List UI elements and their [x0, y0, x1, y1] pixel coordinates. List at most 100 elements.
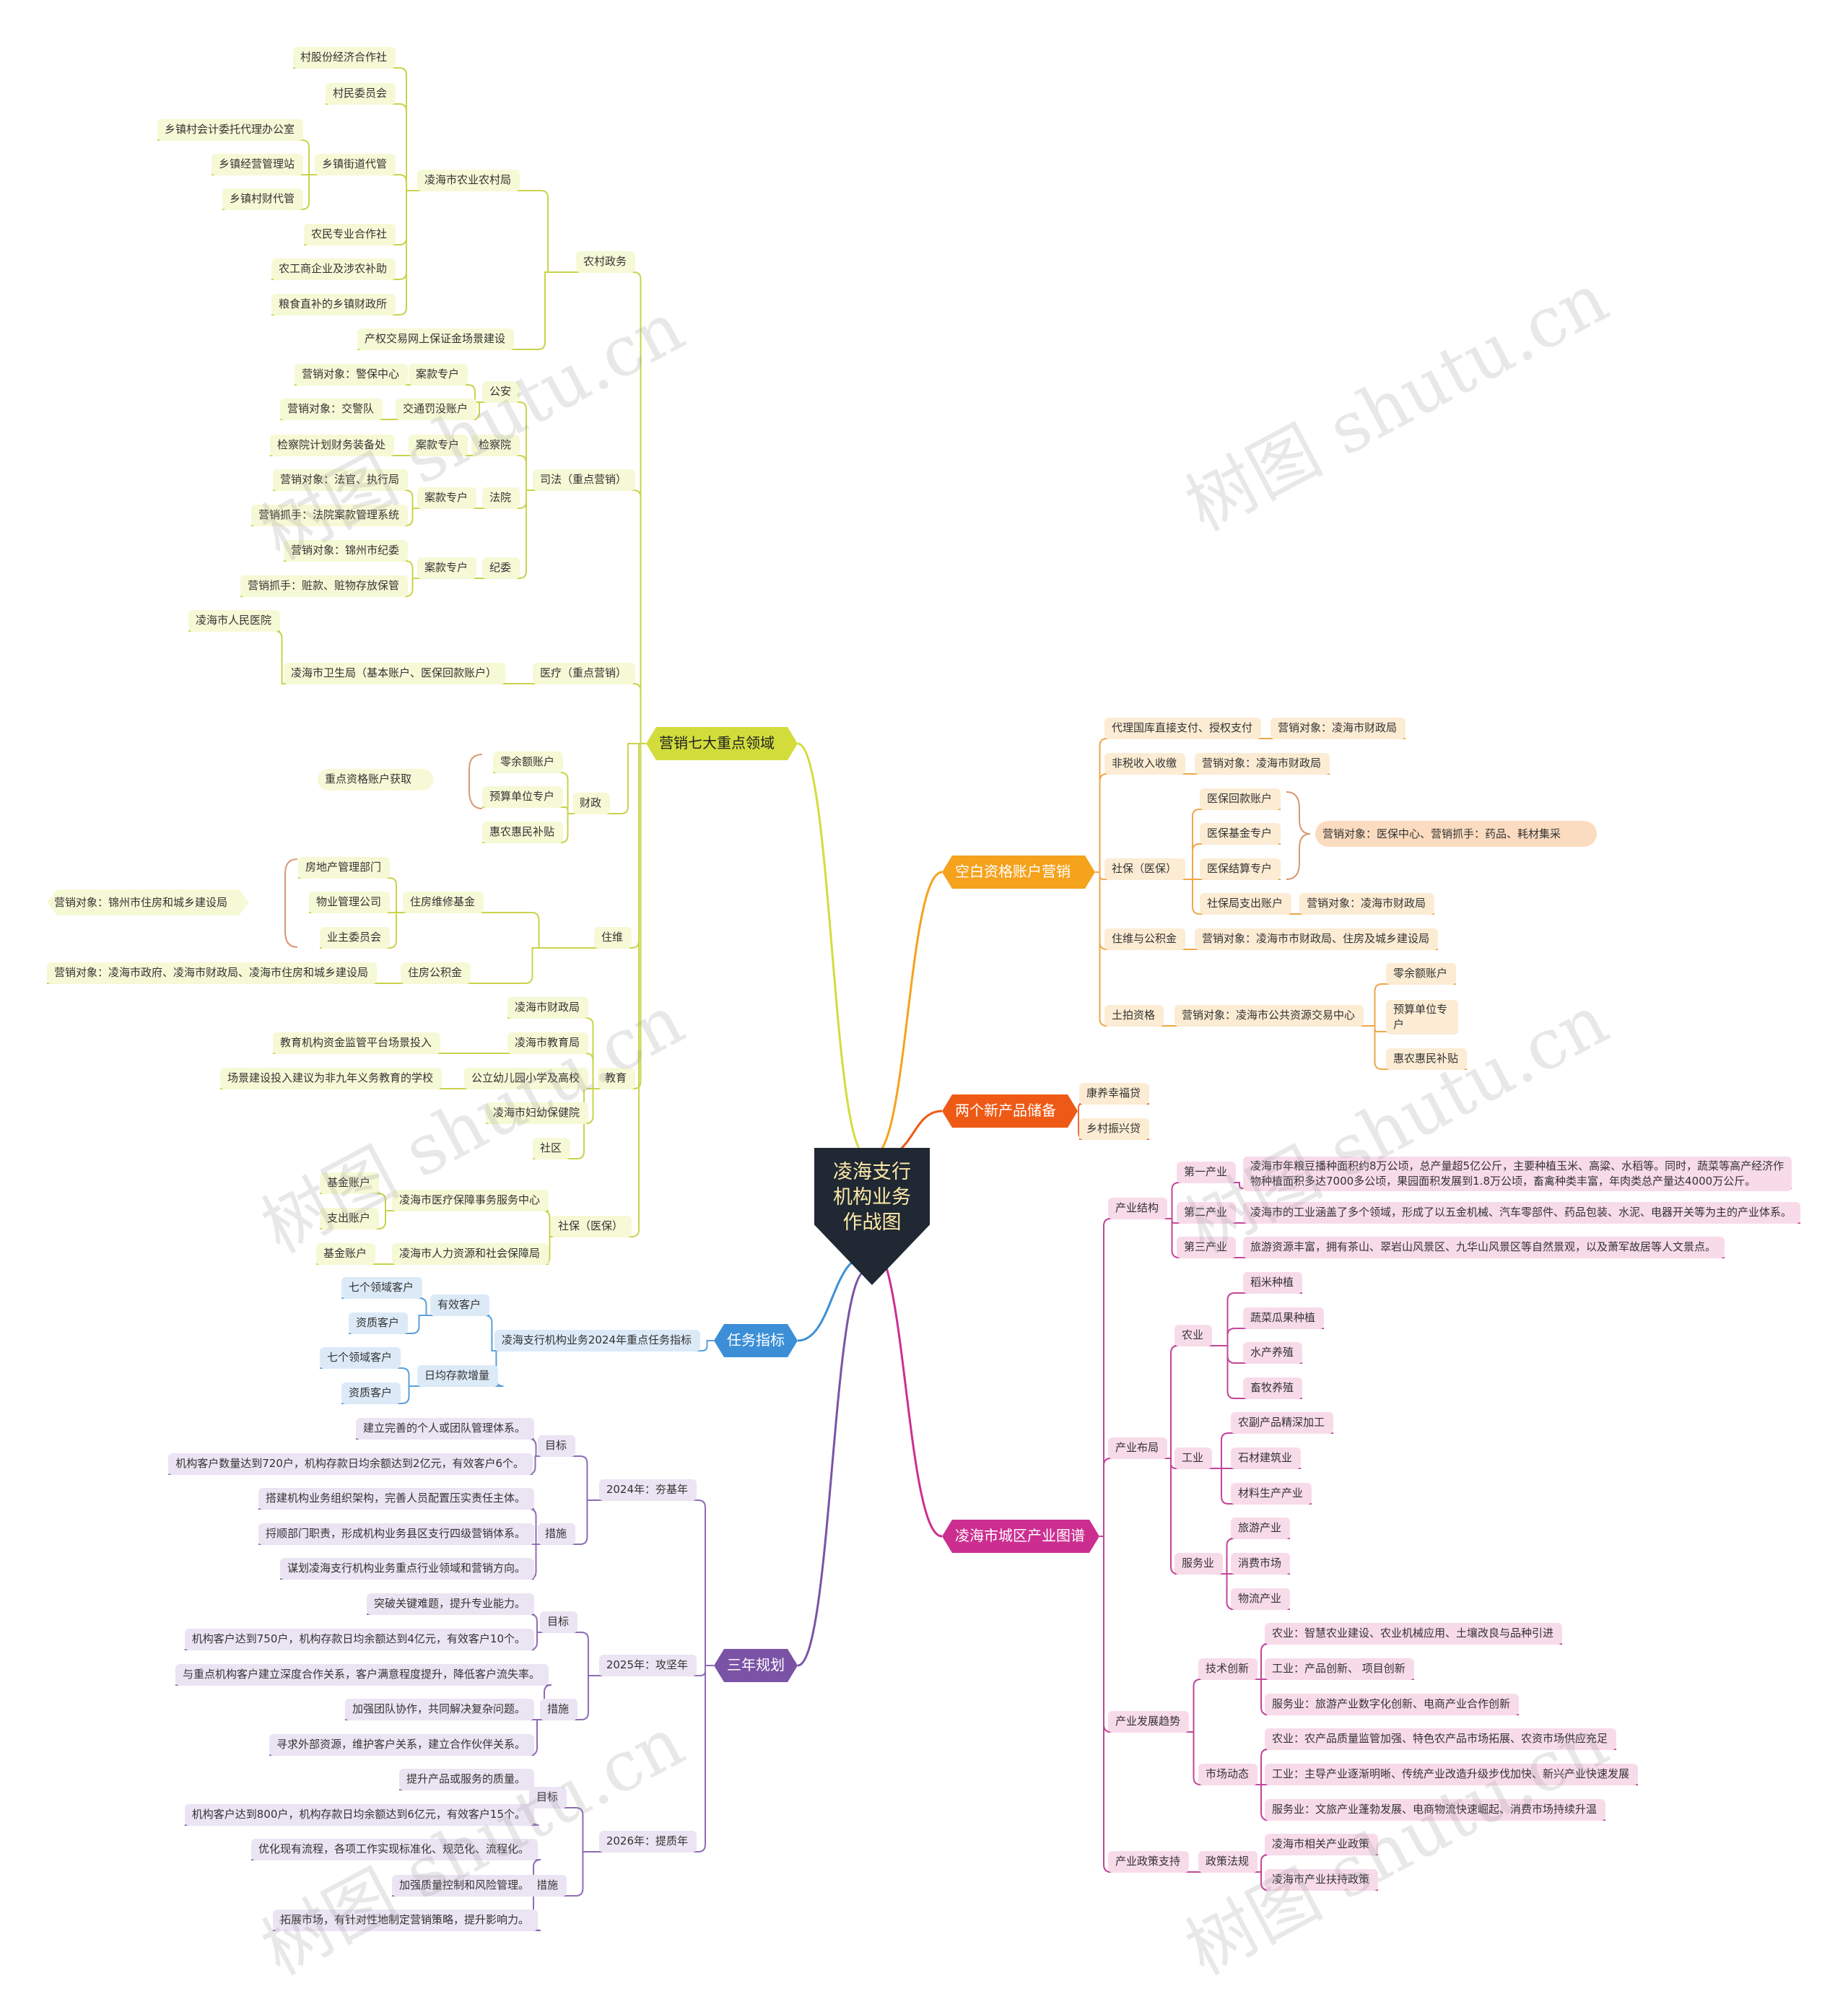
- topic-node[interactable]: 乡镇经营管理站: [211, 154, 303, 175]
- topic-node[interactable]: 优化现有流程，各项工作实现标准化、规范化、流程化。: [250, 1839, 538, 1860]
- topic-node[interactable]: 凌海市卫生局（基本账户、医保回款账户）: [283, 663, 505, 684]
- topic-node[interactable]: 教育: [597, 1068, 635, 1089]
- topic-node[interactable]: 社保局支出账户: [1200, 893, 1291, 915]
- topic-node[interactable]: 物业管理公司: [308, 892, 390, 913]
- branch-node[interactable]: 任务指标: [714, 1324, 798, 1357]
- topic-node[interactable]: 技术创新: [1198, 1658, 1258, 1680]
- branch-node[interactable]: 两个新产品储备: [942, 1094, 1078, 1128]
- topic-node[interactable]: 资质客户: [348, 1312, 408, 1334]
- topic-node[interactable]: 服务业：旅游产业数字化创新、电商产业合作创新: [1265, 1694, 1519, 1715]
- topic-node[interactable]: 工业: [1174, 1447, 1212, 1469]
- topic-node[interactable]: 寻求外部资源，维护客户关系，建立合作伙伴关系。: [269, 1734, 534, 1756]
- topic-node[interactable]: 凌海市教育局: [507, 1032, 588, 1054]
- branch-node[interactable]: 凌海市城区产业图谱: [942, 1520, 1099, 1553]
- topic-node[interactable]: 业主委员会: [319, 927, 390, 949]
- topic-node[interactable]: 社保（医保）: [550, 1216, 632, 1237]
- topic-node[interactable]: 代理国库直接支付、授权支付: [1104, 718, 1261, 739]
- topic-node[interactable]: 加强团队协作，共同解决复杂问题。: [344, 1699, 534, 1720]
- topic-node[interactable]: 住房公积金: [400, 962, 471, 984]
- root-node[interactable]: 凌海支行 机构业务 作战图: [814, 1148, 930, 1285]
- topic-node[interactable]: 营销对象：凌海市公共资源交易中心: [1174, 1005, 1364, 1027]
- topic-node[interactable]: 交通罚没账户: [395, 399, 476, 420]
- topic-node[interactable]: 目标: [539, 1611, 578, 1633]
- topic-node[interactable]: 凌海市人力资源和社会保障局: [391, 1243, 549, 1265]
- topic-node[interactable]: 捋顺部门职责，形成机构业务县区支行四级营销体系。: [258, 1523, 534, 1545]
- topic-node[interactable]: 工业：产品创新、 项目创新: [1265, 1658, 1414, 1680]
- topic-node[interactable]: 房地产管理部门: [297, 857, 390, 879]
- topic-node[interactable]: 第二产业: [1177, 1202, 1236, 1224]
- topic-node[interactable]: 村民委员会: [325, 83, 396, 105]
- topic-node[interactable]: 石材建筑业: [1231, 1447, 1301, 1469]
- topic-node[interactable]: 凌海市相关产业政策: [1265, 1834, 1378, 1855]
- topic-node[interactable]: 基金账户: [315, 1243, 375, 1265]
- topic-node[interactable]: 有效客户: [430, 1294, 489, 1316]
- branch-node[interactable]: 三年规划: [714, 1649, 798, 1682]
- topic-node[interactable]: 目标: [528, 1787, 567, 1808]
- topic-node[interactable]: 医疗（重点营销）: [532, 663, 635, 684]
- topic-node[interactable]: 社区: [532, 1138, 570, 1159]
- topic-node[interactable]: 检察院计划财务装备处: [269, 435, 394, 456]
- topic-node[interactable]: 案款专户: [417, 487, 476, 509]
- topic-node[interactable]: 康养幸福贷: [1079, 1083, 1149, 1105]
- branch-node[interactable]: 空白资格账户营销: [942, 855, 1095, 889]
- topic-node[interactable]: 凌海市的工业涵盖了多个领域，形成了以五金机械、汽车零部件、药品包装、水泥、电器开…: [1243, 1202, 1800, 1224]
- topic-node[interactable]: 预算单位专户: [1386, 1000, 1458, 1035]
- topic-node[interactable]: 土拍资格: [1104, 1005, 1164, 1027]
- topic-node[interactable]: 建立完善的个人或团队管理体系。: [355, 1418, 534, 1440]
- topic-node[interactable]: 农工商企业及涉农补助: [271, 258, 396, 280]
- topic-node[interactable]: 场景建设投入建议为非九年义务教育的学校: [219, 1068, 442, 1089]
- topic-node[interactable]: 公安: [481, 381, 520, 403]
- topic-node[interactable]: 拓展市场，有针对性地制定营销策略，提升影响力。: [272, 1910, 538, 1931]
- topic-node[interactable]: 公立幼儿园小学及高校: [463, 1068, 588, 1089]
- topic-node[interactable]: 农村政务: [575, 251, 635, 273]
- topic-node[interactable]: 纪委: [481, 557, 520, 579]
- topic-node[interactable]: 服务业：文旅产业蓬勃发展、电商物流快速崛起、消费市场持续升温: [1265, 1799, 1605, 1821]
- topic-node[interactable]: 检察院: [471, 435, 520, 456]
- topic-node[interactable]: 农业：智慧农业建设、农业机械应用、土壤改良与品种引进: [1265, 1623, 1562, 1645]
- topic-node[interactable]: 司法（重点营销）: [532, 469, 635, 491]
- topic-node[interactable]: 与重点机构客户建立深度合作关系，客户满意程度提升，降低客户流失率。: [175, 1664, 549, 1686]
- topic-node[interactable]: 日均存款增量: [417, 1365, 498, 1387]
- topic-node[interactable]: 2024年：夯基年: [598, 1479, 697, 1501]
- topic-node[interactable]: 营销对象：凌海市政府、凌海市财政局、凌海市住房和城乡建设局: [46, 962, 377, 984]
- topic-node[interactable]: 惠农惠民补贴: [1386, 1048, 1467, 1070]
- topic-node[interactable]: 乡村振兴贷: [1079, 1118, 1149, 1140]
- topic-node[interactable]: 营销对象：凌海市财政局: [1299, 893, 1434, 915]
- topic-node[interactable]: 2025年：攻坚年: [598, 1655, 697, 1676]
- topic-node[interactable]: 营销对象：交警队: [279, 399, 383, 420]
- topic-node[interactable]: 第三产业: [1177, 1237, 1236, 1258]
- topic-node[interactable]: 案款专户: [417, 557, 476, 579]
- topic-node[interactable]: 预算单位专户: [481, 786, 563, 808]
- topic-node[interactable]: 措施: [539, 1699, 578, 1720]
- topic-node[interactable]: 惠农惠民补贴: [481, 822, 563, 843]
- topic-node[interactable]: 提升产品或服务的质量。: [398, 1769, 534, 1790]
- topic-node[interactable]: 畜牧养殖: [1243, 1377, 1302, 1399]
- topic-node[interactable]: 措施: [537, 1523, 575, 1545]
- topic-node[interactable]: 服务业: [1174, 1553, 1223, 1575]
- topic-node[interactable]: 工业：主导产业逐渐明晰、传统产业改造升级步伐加快、新兴产业快速发展: [1265, 1764, 1638, 1785]
- topic-node[interactable]: 资质客户: [341, 1383, 401, 1404]
- topic-node[interactable]: 水产养殖: [1243, 1342, 1302, 1364]
- topic-node[interactable]: 凌海市农业农村局: [417, 170, 520, 191]
- topic-node[interactable]: 凌海市产业扶持政策: [1265, 1869, 1378, 1891]
- topic-node[interactable]: 加强质量控制和风险管理。: [391, 1875, 538, 1897]
- topic-node[interactable]: 医保回款账户: [1200, 788, 1281, 810]
- topic-node[interactable]: 2026年：提质年: [598, 1831, 697, 1852]
- topic-node[interactable]: 七个领域客户: [319, 1347, 401, 1369]
- topic-node[interactable]: 农业：农产品质量监管加强、特色农产品市场拓展、农资市场供应充足: [1265, 1728, 1616, 1750]
- topic-node[interactable]: 营销抓手：法院案款管理系统: [250, 505, 408, 526]
- topic-node[interactable]: 村股份经济合作社: [292, 47, 396, 69]
- topic-node[interactable]: 产业结构: [1108, 1198, 1167, 1219]
- topic-node[interactable]: 凌海市年粮豆播种面积约8万公顷，总产量超5亿公斤，主要种植玉米、高粱、水稻等。同…: [1243, 1157, 1792, 1191]
- topic-node[interactable]: 产业布局: [1108, 1437, 1167, 1459]
- topic-node[interactable]: 乡镇村财代管: [222, 188, 303, 210]
- topic-node[interactable]: 产业政策支持: [1108, 1851, 1189, 1873]
- topic-node[interactable]: 机构客户数量达到720户，机构存款日均余额达到2亿元，有效客户6个。: [168, 1453, 533, 1475]
- topic-node[interactable]: 稻米种植: [1243, 1272, 1302, 1294]
- topic-node[interactable]: 消费市场: [1231, 1553, 1290, 1575]
- topic-node[interactable]: 政策法规: [1198, 1851, 1258, 1873]
- topic-node[interactable]: 机构客户达到800户，机构存款日均余额达到6亿元，有效客户15个。: [184, 1804, 534, 1826]
- topic-node[interactable]: 乡镇村会计委托代理办公室: [157, 119, 303, 141]
- topic-node[interactable]: 社保（医保）: [1104, 858, 1185, 880]
- topic-node[interactable]: 案款专户: [408, 364, 468, 386]
